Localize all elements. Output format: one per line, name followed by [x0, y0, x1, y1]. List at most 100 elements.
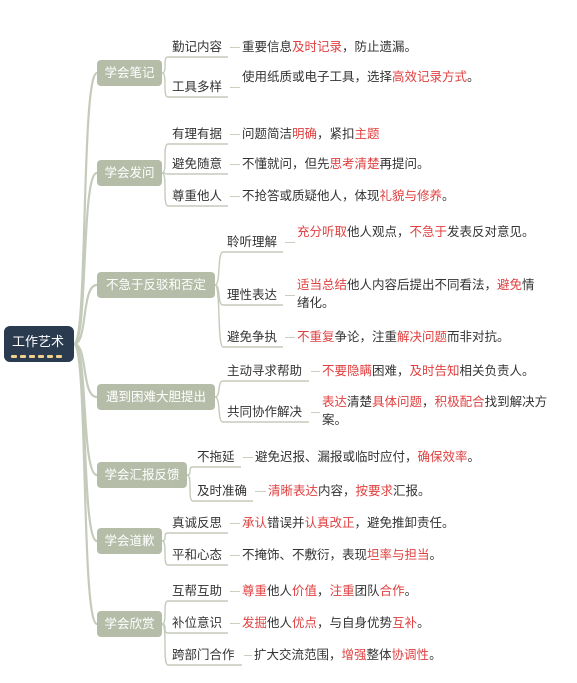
highlight-text: 承认 [242, 515, 268, 530]
topic-node[interactable]: 理性表达 [227, 287, 278, 302]
plain-text: 而非对抗。 [447, 329, 510, 344]
connector-branch-topic-2-2 [214, 284, 283, 348]
topic-description: 重要信息及时记录，防止遗漏。 [242, 38, 462, 56]
topic-node[interactable]: 避免随意 [172, 156, 223, 171]
topic-description: 不要隐瞒困难，及时告知相关负责人。 [322, 362, 572, 380]
plain-text: 使用纸质或电子工具，选择 [242, 69, 393, 84]
topic-dash [285, 295, 295, 296]
branch-label: 学会发问 [104, 165, 155, 180]
plain-text: 困难， [372, 363, 410, 378]
root-decoration [11, 355, 62, 358]
branch-node[interactable]: 不急于反驳和否定 [97, 272, 215, 298]
topic-node[interactable]: 真诚反思 [172, 515, 223, 530]
highlight-text: 表达 [322, 394, 348, 409]
branch-label: 学会欣赏 [104, 616, 155, 631]
highlight-text: 价值 [292, 583, 318, 598]
connector-branch-topic-5-0 [161, 532, 228, 542]
highlight-text: 不急于 [409, 224, 448, 239]
root-node[interactable]: 工作艺术 [4, 326, 74, 362]
topic-dash [230, 87, 240, 88]
highlight-text: 互补 [392, 615, 418, 630]
highlight-text: 主题 [354, 126, 380, 141]
connector-branch-topic-0-1 [161, 72, 228, 98]
branch-label: 不急于反驳和否定 [105, 277, 206, 292]
highlight-text: 协调性 [391, 647, 430, 662]
plain-text: 情绪化。 [297, 277, 535, 310]
plain-text: 他人内容后提出不同看法， [347, 277, 498, 292]
plain-text: ，避免推卸责任。 [354, 515, 455, 530]
plain-text: 他人 [267, 583, 293, 598]
topic-node[interactable]: 平和心态 [172, 547, 223, 562]
plain-text: 不掩饰、不敷衍，表现 [242, 547, 368, 562]
topic-node[interactable]: 跨部门合作 [172, 647, 235, 662]
highlight-text: 及时告知 [409, 363, 460, 378]
highlight-text: 解决问题 [397, 329, 448, 344]
topic-node[interactable]: 主动寻求帮助 [227, 363, 303, 378]
plain-text: 避免迟报、漏报或临时应付， [255, 449, 418, 464]
topic-dash [311, 371, 320, 372]
topic-dash [230, 555, 240, 556]
plain-text: 相关负责人。 [459, 363, 535, 378]
plain-text: 汇报。 [393, 483, 431, 498]
highlight-text: 尊重 [242, 583, 268, 598]
branch-node[interactable]: 遇到困难大胆提出 [97, 384, 215, 410]
connector-root-branch-6 [72, 342, 99, 626]
connector-root-branch-2 [73, 283, 98, 346]
branch-node[interactable]: 学会欣赏 [97, 611, 162, 637]
plain-text: 。 [417, 615, 430, 630]
plain-text: 不懂就问，但先 [242, 156, 330, 171]
connector-branch-topic-4-1 [186, 474, 253, 502]
highlight-text: 优点 [292, 615, 318, 630]
topic-dash [230, 623, 240, 624]
topic-description: 承认错误并认真改正，避免推卸责任。 [242, 514, 542, 532]
topic-node[interactable]: 补位意识 [172, 615, 223, 630]
topic-node[interactable]: 工具多样 [172, 79, 223, 94]
branch-node[interactable]: 学会笔记 [97, 60, 162, 86]
branch-node[interactable]: 学会汇报反馈 [97, 462, 187, 488]
topic-node[interactable]: 聆听理解 [227, 234, 278, 249]
connector-branch-topic-6-0 [161, 600, 228, 625]
plain-text: 再提问。 [379, 156, 430, 171]
plain-text: 他人 [267, 615, 293, 630]
highlight-text: 礼貌与修养 [379, 188, 443, 203]
branch-node[interactable]: 学会发问 [97, 160, 162, 186]
topic-node[interactable]: 尊重他人 [172, 188, 223, 203]
highlight-text: 认真改正 [304, 515, 355, 530]
connector-branch-topic-1-0 [161, 143, 228, 174]
connector-branch-topic-0-0 [161, 56, 228, 74]
connector-root-branch-1 [72, 171, 98, 346]
topic-description: 使用纸质或电子工具，选择高效记录方式。 [242, 68, 487, 86]
highlight-text: 及时记录 [292, 39, 343, 54]
plain-text: 。 [467, 69, 480, 84]
highlight-text: 增强 [341, 647, 367, 662]
plain-text: 。 [429, 647, 442, 662]
highlight-text: 高效记录方式 [392, 69, 468, 84]
topic-node[interactable]: 有理有据 [172, 126, 223, 141]
topic-description: 发掘他人优点，与自身优势互补。 [242, 614, 542, 632]
branch-label: 学会笔记 [104, 65, 155, 80]
topic-node[interactable]: 勤记内容 [172, 39, 223, 54]
branch-label: 学会汇报反馈 [104, 467, 180, 482]
topic-node[interactable]: 及时准确 [197, 483, 248, 498]
topic-description: 尊重他人价值，注重团队合作。 [242, 582, 542, 600]
plain-text: 。 [467, 449, 481, 464]
topic-node[interactable]: 不拖延 [197, 449, 235, 464]
highlight-text: 清晰表达 [268, 483, 319, 498]
topic-node[interactable]: 共同协作解决 [227, 404, 303, 419]
plain-text: 争论，注重 [334, 329, 398, 344]
plain-text: 。 [442, 188, 455, 203]
topic-dash [311, 412, 320, 413]
connector-branch-topic-6-2 [161, 623, 242, 666]
topic-node[interactable]: 避免争执 [227, 329, 278, 344]
topic-dash [230, 164, 240, 165]
connector-branch-topic-2-0 [214, 251, 283, 286]
branch-node[interactable]: 学会道歉 [97, 528, 162, 554]
topic-description: 不懂就问，但先思考清楚再提问。 [242, 155, 542, 173]
topic-dash [230, 196, 240, 197]
connector-branch-topic-1-2 [161, 172, 228, 207]
highlight-text: 明确 [292, 126, 318, 141]
topic-node[interactable]: 互帮互助 [172, 583, 223, 598]
plain-text: 扩大交流范围， [254, 647, 342, 662]
highlight-text: 发掘 [242, 615, 268, 630]
